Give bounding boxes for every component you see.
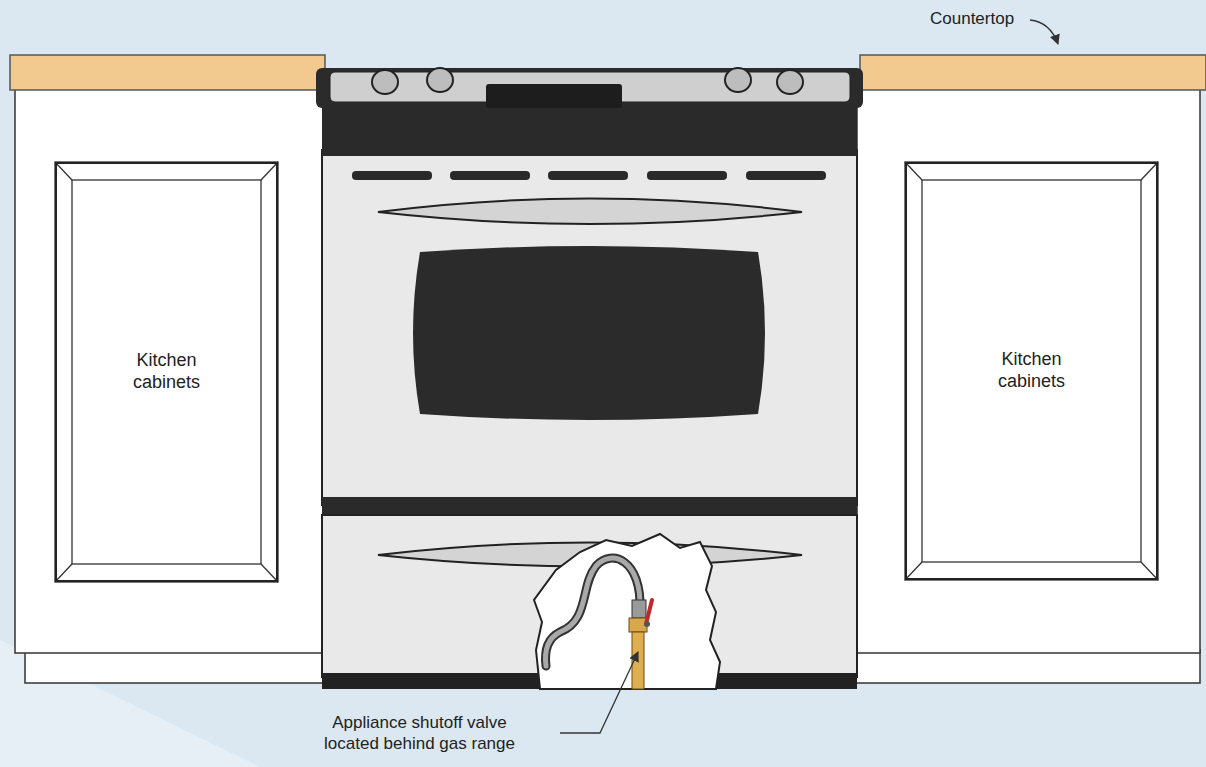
leader-line <box>1030 20 1058 44</box>
countertop <box>860 55 1206 90</box>
toe-kick <box>855 650 1200 683</box>
toe-kick <box>25 650 325 683</box>
cabinet-body <box>857 88 1200 653</box>
leader-line <box>560 652 638 733</box>
cabinet-door: Kitchen cabinets <box>55 162 278 582</box>
part-label: Countertop <box>930 8 1014 29</box>
callout-label: Appliance shutoff valve located behind g… <box>312 712 527 755</box>
door-panel-bevel <box>905 162 1158 580</box>
cabinet-label: Kitchen cabinets <box>112 350 222 393</box>
countertop <box>10 55 325 90</box>
cabinet-label: Kitchen cabinets <box>977 349 1087 392</box>
cutaway-view <box>534 534 720 689</box>
cabinet-body <box>15 88 323 653</box>
cabinet-door: Kitchen cabinets <box>905 162 1158 580</box>
gas-range <box>316 68 863 689</box>
door-panel-bevel <box>55 162 278 582</box>
